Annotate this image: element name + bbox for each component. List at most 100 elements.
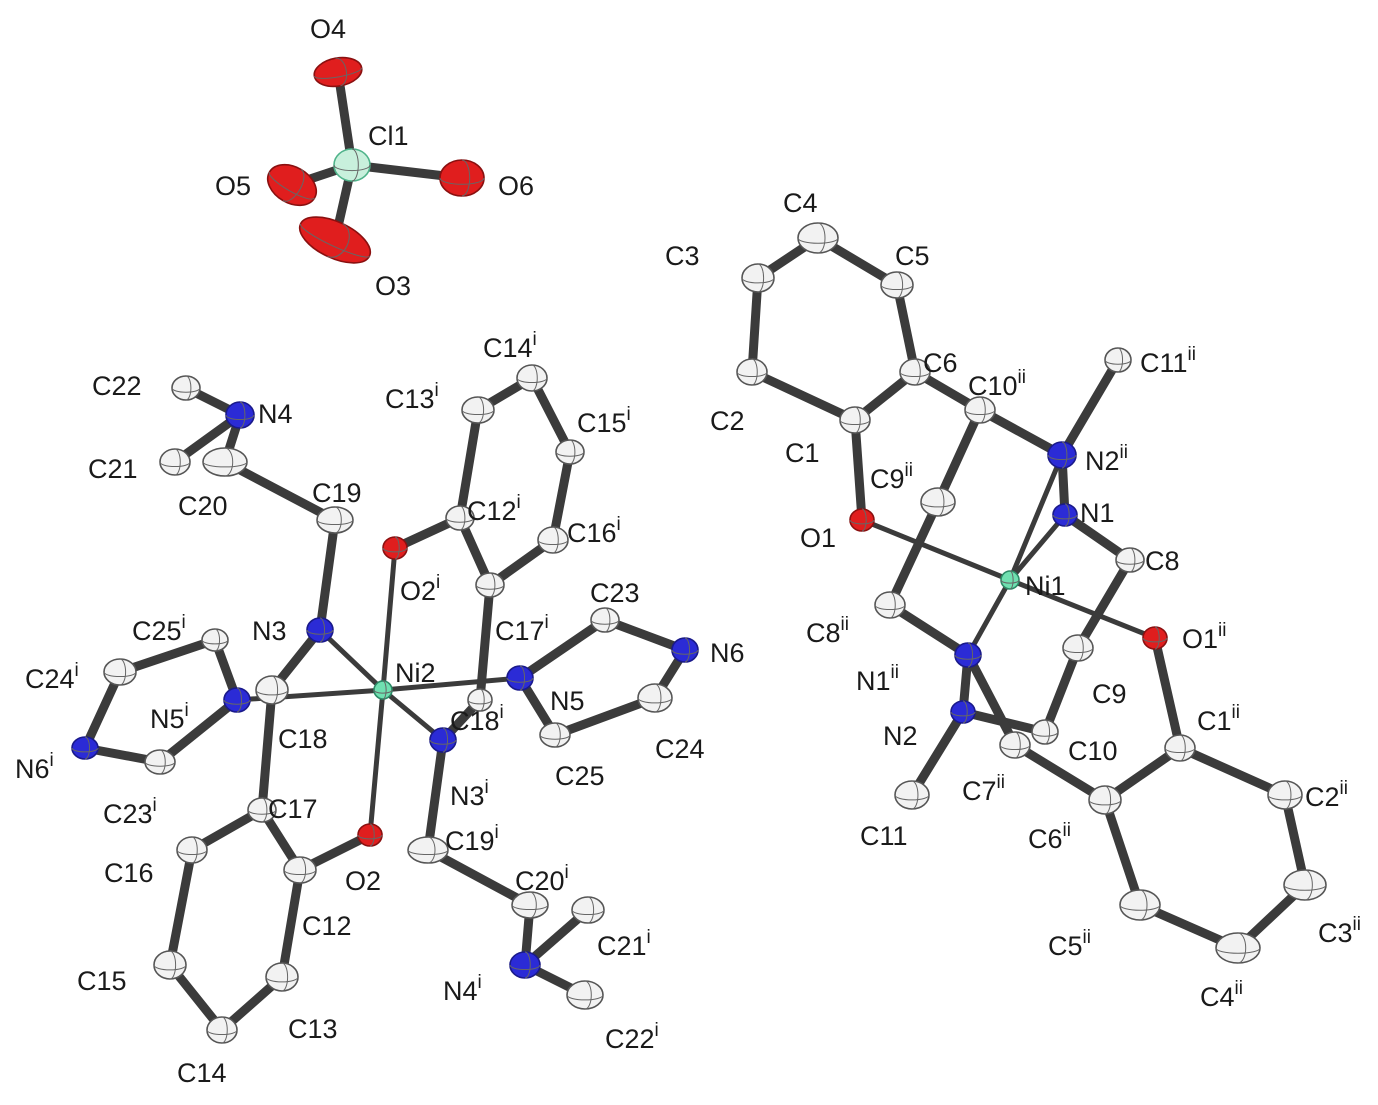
atom-label-C22: C22 — [92, 371, 142, 401]
atom-label-C7ii: C7ii — [962, 772, 1005, 806]
atom-label-C2ii: C2ii — [1305, 778, 1348, 812]
atom-label-C25: C25 — [555, 761, 605, 791]
atom-layer — [71, 56, 1327, 1044]
atom-C9ii — [920, 487, 956, 517]
atom-label-C11ii: C11ii — [1140, 344, 1196, 378]
atom-label-O1ii: O1ii — [1182, 620, 1226, 654]
bond-N1ii-Ni1 — [965, 577, 1013, 658]
bond-C11ii-N2ii — [1057, 355, 1123, 460]
atom-label-Ni2: Ni2 — [395, 658, 436, 688]
atom-C3ii — [1283, 869, 1327, 901]
atom-C14i — [516, 364, 548, 392]
bond-C25i-C24i — [115, 635, 220, 677]
atom-label-C21: C21 — [88, 454, 138, 484]
atom-label-C10: C10 — [1068, 736, 1118, 766]
atom-label-C6: C6 — [923, 348, 958, 378]
atom-label-Ni1: Ni1 — [1025, 571, 1066, 601]
bond-C5ii-C6ii — [1100, 795, 1145, 910]
atom-C19 — [316, 506, 354, 534]
atom-label-C9ii: C9ii — [870, 460, 913, 494]
atom-C1ii — [1164, 734, 1196, 762]
atom-C13 — [265, 962, 299, 992]
atom-N1ii — [954, 642, 982, 668]
bond-C9ii-C10ii — [933, 405, 985, 507]
atom-label-C20: C20 — [178, 491, 228, 521]
atom-label-C23: C23 — [590, 578, 640, 608]
atom-label-N5i: N5i — [150, 700, 189, 734]
atom-label-O6: O6 — [498, 171, 534, 201]
bond-C1ii-C2ii — [1175, 743, 1290, 800]
atom-C16 — [176, 836, 208, 864]
atom-label-C13: C13 — [288, 1014, 338, 1044]
atom-C15i — [555, 439, 585, 465]
bond-C24-C25 — [550, 693, 660, 740]
atom-N5i — [223, 687, 251, 713]
atom-C24 — [637, 683, 673, 713]
bond-O1-Ni1 — [859, 517, 1013, 583]
atom-label-C10ii: C10ii — [968, 367, 1026, 401]
bond-C19i-C20i — [423, 845, 535, 910]
bond-C6ii-C7ii — [1010, 740, 1110, 805]
bond-O1ii-C1ii — [1150, 633, 1185, 753]
atom-label-N6: N6 — [710, 638, 745, 668]
atom-N2ii — [1047, 441, 1077, 469]
atom-C6ii — [1088, 785, 1122, 815]
atom-label-O4: O4 — [310, 14, 346, 44]
atom-label-C5: C5 — [895, 241, 930, 271]
atom-label-C8: C8 — [1145, 546, 1180, 576]
bond-C19-N3 — [315, 515, 340, 635]
atom-Ni2 — [373, 680, 393, 700]
atom-label-C14: C14 — [177, 1058, 227, 1088]
atom-O1 — [849, 508, 875, 532]
bond-C8-C9 — [1073, 555, 1135, 653]
atom-N6 — [671, 637, 699, 663]
bond-C13-C12 — [277, 865, 305, 982]
atom-C25 — [539, 722, 571, 748]
atom-label-C19i: C19i — [445, 822, 499, 856]
atom-label-C14i: C14i — [483, 329, 537, 363]
atom-label-C4: C4 — [783, 188, 818, 218]
atom-C5 — [880, 271, 914, 299]
atom-C11ii — [1104, 347, 1132, 373]
atom-label-C8ii: C8ii — [806, 614, 849, 648]
atom-label-C22i: C22i — [605, 1020, 659, 1054]
atom-O6 — [439, 159, 485, 197]
atom-C3 — [741, 263, 775, 293]
atom-C5ii — [1119, 889, 1161, 921]
atom-label-O2i: O2i — [400, 572, 440, 606]
atom-label-N4i: N4i — [443, 972, 482, 1006]
bond-C9ii-C8ii — [885, 497, 943, 610]
atom-N4 — [225, 401, 255, 429]
atom-label-N6i: N6i — [15, 750, 54, 784]
atom-C2ii — [1267, 780, 1303, 810]
atom-label-N3i: N3i — [450, 777, 489, 811]
atom-label-C16i: C16i — [567, 514, 621, 548]
atom-C19i — [407, 836, 449, 864]
atom-C8ii — [874, 591, 906, 619]
atom-label-O1: O1 — [800, 523, 836, 553]
bond-N3-Ni2 — [317, 627, 386, 693]
bond-C15i-C16i — [548, 447, 575, 545]
atom-C16i — [537, 526, 569, 554]
atom-label-O5: O5 — [215, 171, 251, 201]
bond-Ni1-O1ii — [1007, 577, 1158, 641]
atom-C21i — [571, 896, 605, 924]
bond-C17i-C18i — [475, 580, 495, 705]
atom-N4i — [509, 951, 541, 979]
atom-label-N3: N3 — [252, 616, 287, 646]
atom-label-C1: C1 — [785, 438, 820, 468]
bond-C3-C2 — [747, 273, 763, 377]
atom-N5 — [506, 665, 534, 691]
atom-label-C11: C11 — [860, 821, 908, 851]
atom-C12 — [283, 856, 317, 884]
atom-C20i — [511, 891, 549, 919]
atom-C13i — [461, 396, 495, 424]
atom-label-C21i: C21i — [597, 927, 651, 961]
atom-label-Cl1: Cl1 — [368, 121, 409, 151]
atom-O2i — [382, 536, 408, 560]
atom-label-C17: C17 — [268, 794, 318, 824]
atom-C7ii — [999, 731, 1031, 759]
atom-label-C9: C9 — [1092, 679, 1127, 709]
atom-label-C13i: C13i — [385, 380, 439, 414]
atom-label-C25i: C25i — [132, 612, 186, 646]
